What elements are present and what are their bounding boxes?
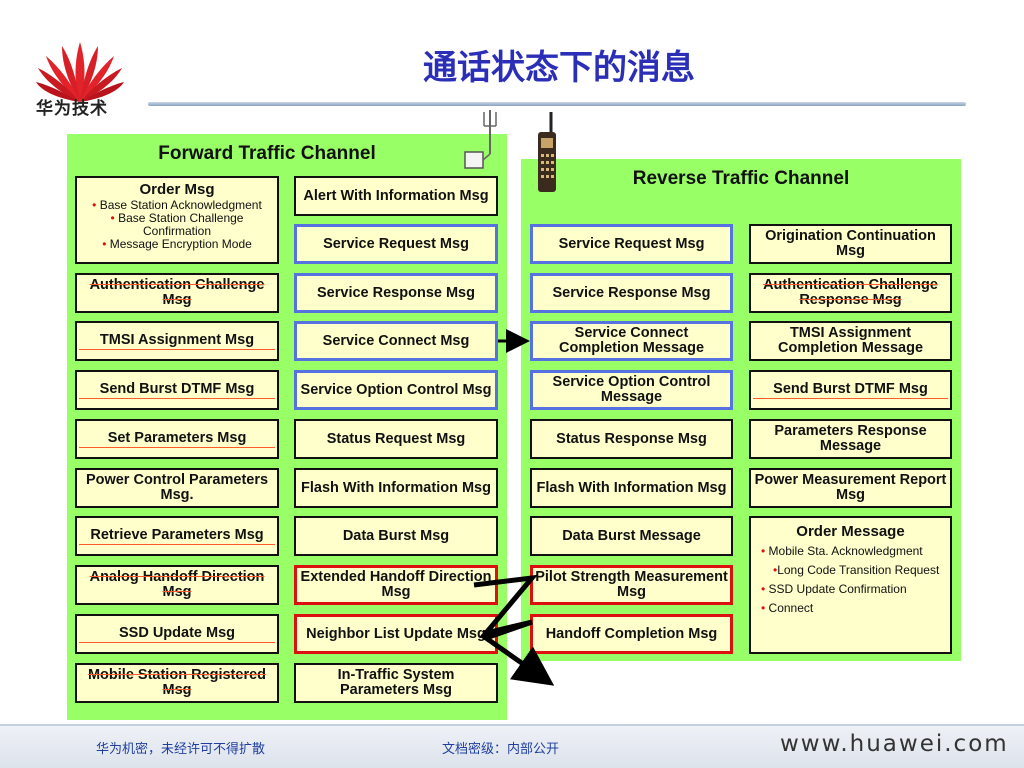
fwd-ssd-update-msg: SSD Update Msg — [75, 614, 279, 654]
fwd-tmsi-assignment-msg: TMSI Assignment Msg — [75, 321, 279, 361]
fwd-order-item: • Base Station Challenge Confirmation — [110, 211, 244, 238]
rev-service-request-msg: Service Request Msg — [530, 224, 733, 264]
fwd-mobile-station-registered-msg: Mobile Station Registered Msg — [75, 663, 279, 703]
fwd-in-traffic-system-params-msg: In-Traffic System Parameters Msg — [294, 663, 498, 703]
fwd-alert-with-info-msg: Alert With Information Msg — [294, 176, 498, 216]
rev-status-response-msg: Status Response Msg — [530, 419, 733, 459]
fwd-service-request-msg: Service Request Msg — [294, 224, 498, 264]
rev-handoff-completion-msg: Handoff Completion Msg — [530, 614, 733, 654]
rev-send-burst-dtmf-msg: Send Burst DTMF Msg — [749, 370, 952, 410]
fwd-auth-challenge-msg: Authentication Challenge Msg — [75, 273, 279, 313]
fwd-neighbor-list-update-msg: Neighbor List Update Msg — [294, 614, 498, 654]
fwd-send-burst-dtmf-msg: Send Burst DTMF Msg — [75, 370, 279, 410]
fwd-order-item: • Base Station Acknowledgment — [92, 198, 262, 212]
fwd-order-item: • Message Encryption Mode — [102, 237, 252, 251]
rev-auth-challenge-response-msg: Authentication Challenge Response Msg — [749, 273, 952, 313]
fwd-retrieve-parameters-msg: Retrieve Parameters Msg — [75, 516, 279, 556]
rev-service-response-msg: Service Response Msg — [530, 273, 733, 313]
fwd-extended-handoff-msg: Extended Handoff Direction Msg — [294, 565, 498, 605]
footer-classification-text: 文档密级：内部公开 — [442, 742, 560, 757]
rev-flash-with-info-msg: Flash With Information Msg — [530, 468, 733, 508]
rev-data-burst-msg: Data Burst Message — [530, 516, 733, 556]
rev-parameters-response-msg: Parameters Response Message — [749, 419, 952, 459]
fwd-order-msg: Order Msg • Base Station Acknowledgment … — [75, 176, 279, 264]
fwd-analog-handoff-msg: Analog Handoff Direction Msg — [75, 565, 279, 605]
fwd-power-control-msg: Power Control Parameters Msg. — [75, 468, 279, 508]
fwd-set-parameters-msg: Set Parameters Msg — [75, 419, 279, 459]
rev-order-item: • SSD Update Confirmation — [761, 582, 907, 596]
rev-power-measurement-report-msg: Power Measurement Report Msg — [749, 468, 952, 508]
footer-url: www.huawei.com — [780, 731, 1009, 757]
fwd-order-msg-title: Order Msg — [139, 181, 215, 198]
footer-divider — [0, 724, 1024, 726]
mobile-phone-icon — [538, 112, 556, 192]
header-divider — [148, 102, 966, 106]
rev-order-item: •Long Code Transition Request — [773, 563, 940, 577]
base-station-antenna-icon — [464, 110, 497, 169]
rev-origination-continuation-msg: Origination Continuation Msg — [749, 224, 952, 264]
rev-service-connect-completion-msg: Service Connect Completion Message — [530, 321, 733, 361]
reverse-channel-title: Reverse Traffic Channel — [632, 168, 850, 189]
fwd-flash-with-info-msg: Flash With Information Msg — [294, 468, 498, 508]
logo-text: 华为技术 — [36, 99, 108, 119]
rev-tmsi-assignment-completion-msg: TMSI Assignment Completion Message — [749, 321, 952, 361]
forward-channel-title: Forward Traffic Channel — [158, 143, 376, 164]
rev-service-option-control-msg: Service Option Control Message — [530, 370, 733, 410]
fwd-status-request-msg: Status Request Msg — [294, 419, 498, 459]
rev-order-item: • Connect — [761, 601, 814, 615]
rev-order-message-title: Order Message — [796, 523, 905, 540]
rev-pilot-strength-msg: Pilot Strength Measurement Msg — [530, 565, 733, 605]
rev-order-item: • Mobile Sta. Acknowledgment — [761, 544, 923, 558]
fwd-data-burst-msg: Data Burst Msg — [294, 516, 498, 556]
page-title: 通话状态下的消息 — [423, 48, 695, 88]
fwd-service-connect-msg: Service Connect Msg — [294, 321, 498, 361]
fwd-service-option-control-msg: Service Option Control Msg — [294, 370, 498, 410]
footer-bar — [0, 726, 1024, 768]
huawei-logo-icon — [36, 42, 124, 102]
rev-order-message: Order Message • Mobile Sta. Acknowledgme… — [749, 516, 952, 654]
fwd-service-response-msg: Service Response Msg — [294, 273, 498, 313]
footer-confidential-text: 华为机密，未经许可不得扩散 — [96, 742, 266, 757]
